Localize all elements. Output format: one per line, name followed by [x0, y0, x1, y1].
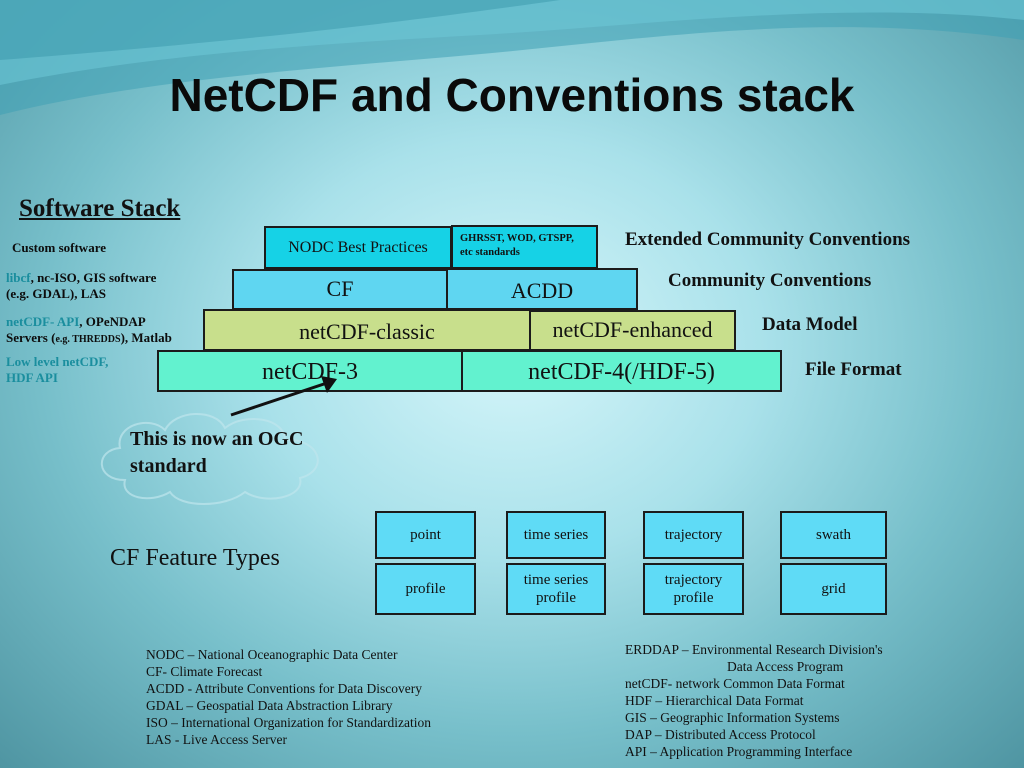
feature-grid-label: grid — [821, 580, 846, 597]
feature-time-series-profile: time series profile — [506, 563, 606, 615]
netcdf-3-box: netCDF-3 — [157, 350, 463, 392]
glossary-item: netCDF- network Common Data Format — [625, 676, 845, 691]
libcf-label: libcf, nc-ISO, GIS software (e.g. GDAL),… — [6, 270, 156, 303]
glossary-item: NODC – National Oceanographic Data Cente… — [146, 647, 398, 662]
feature-point: point — [375, 511, 476, 559]
custom-software-label: Custom software — [12, 240, 106, 255]
libcf-rest-text: , nc-ISO, GIS software — [30, 270, 157, 285]
netcdf-4-box: netCDF-4(/HDF-5) — [461, 350, 782, 392]
matlab-text: ), Matlab — [120, 330, 172, 346]
glossary-right: ERDDAP – Environmental Research Division… — [625, 641, 883, 760]
ogc-note-line-1: This is now an OGC — [130, 428, 304, 450]
low-level-line-2: HDF API — [6, 370, 58, 386]
page-title: NetCDF and Conventions stack — [169, 69, 855, 121]
netcdf-4-label: netCDF-4(/HDF-5) — [528, 359, 715, 385]
feature-trajectory-profile: trajectory profile — [643, 563, 744, 615]
ogc-standard-note: This is now an OGC standard — [130, 426, 303, 480]
glossary-item: ACDD - Attribute Conventions for Data Di… — [146, 681, 422, 696]
glossary-item: GDAL – Geospatial Data Abstraction Libra… — [146, 698, 393, 713]
netcdf-3-label: netCDF-3 — [262, 359, 358, 385]
cf-label: CF — [326, 276, 354, 302]
software-stack-heading: Software Stack — [19, 195, 181, 222]
netcdf-classic-box: netCDF-classic — [203, 309, 531, 351]
glossary-item: GIS – Geographic Information Systems — [625, 710, 840, 725]
thredds-text: e.g. THREDDS — [55, 334, 121, 346]
glossary-item: ERDDAP – Environmental Research Division… — [625, 642, 883, 657]
feature-grid: grid — [780, 563, 887, 615]
file-format-label: File Format — [805, 359, 902, 380]
nodc-best-practices-label: NODC Best Practices — [288, 238, 428, 256]
glossary-item: Data Access Program — [727, 659, 844, 674]
feature-trajectory: trajectory — [643, 511, 744, 559]
data-model-label: Data Model — [762, 314, 858, 335]
acdd-box: ACDD — [446, 268, 638, 310]
netcdf-classic-label: netCDF-classic — [299, 319, 435, 344]
glossary-item: HDF – Hierarchical Data Format — [625, 693, 804, 708]
glossary-item: CF- Climate Forecast — [146, 664, 263, 679]
community-conventions-label: Community Conventions — [668, 270, 872, 291]
ghrsst-line-2: etc standards — [460, 246, 520, 258]
glossary-item: API – Application Programming Interface — [625, 744, 853, 759]
glossary-left: NODC – National Oceanographic Data Cente… — [146, 646, 431, 748]
arrow-icon — [230, 376, 337, 417]
feature-ts-profile-line-2: profile — [536, 590, 576, 606]
glossary-item: ISO – International Organization for Sta… — [146, 715, 432, 730]
feature-ts-profile-line-1: time series — [523, 571, 589, 588]
feature-traj-profile-line-2: profile — [673, 590, 714, 606]
feature-point-label: point — [410, 526, 441, 543]
glossary-item: DAP – Distributed Access Protocol — [625, 727, 816, 742]
feature-profile-label: profile — [405, 580, 446, 597]
cloud-decoration — [100, 413, 319, 505]
feature-swath: swath — [780, 511, 887, 559]
ghrsst-box: GHRSST, WOD, GTSPP, etc standards — [451, 225, 598, 269]
netcdf-api-text: netCDF- API — [6, 314, 80, 329]
feature-time-series: time series — [506, 511, 606, 559]
netcdf-enhanced-box: netCDF-enhanced — [529, 310, 736, 351]
nodc-best-practices-box: NODC Best Practices — [264, 226, 452, 269]
libcf-text: libcf — [6, 270, 31, 285]
glossary-item: LAS - Live Access Server — [146, 732, 287, 747]
feature-swath-label: swath — [816, 526, 851, 543]
acdd-label: ACDD — [510, 278, 574, 303]
feature-time-series-label: time series — [523, 526, 589, 543]
opendap-text: , OPeNDAP — [79, 314, 146, 329]
header-wave-decoration — [0, 0, 1024, 115]
cf-feature-types-heading: CF Feature Types — [110, 545, 280, 571]
netcdf-api-label: netCDF- API, OPeNDAP Servers (e.g. THRED… — [6, 314, 172, 347]
ghrsst-line-1: GHRSST, WOD, GTSPP, — [460, 233, 574, 244]
gdal-text: (e.g. GDAL), LAS — [6, 286, 107, 302]
servers-text: Servers ( — [6, 330, 56, 346]
netcdf-enhanced-label: netCDF-enhanced — [552, 317, 713, 343]
extended-conventions-label: Extended Community Conventions — [625, 229, 911, 250]
ogc-note-line-2: standard — [130, 455, 207, 477]
cf-box: CF — [232, 269, 448, 310]
feature-trajectory-label: trajectory — [664, 526, 723, 543]
low-level-label: Low level netCDF, HDF API — [6, 354, 108, 387]
feature-traj-profile-line-1: trajectory — [664, 571, 723, 588]
low-level-line-1: Low level netCDF, — [6, 354, 109, 369]
feature-profile: profile — [375, 563, 476, 615]
